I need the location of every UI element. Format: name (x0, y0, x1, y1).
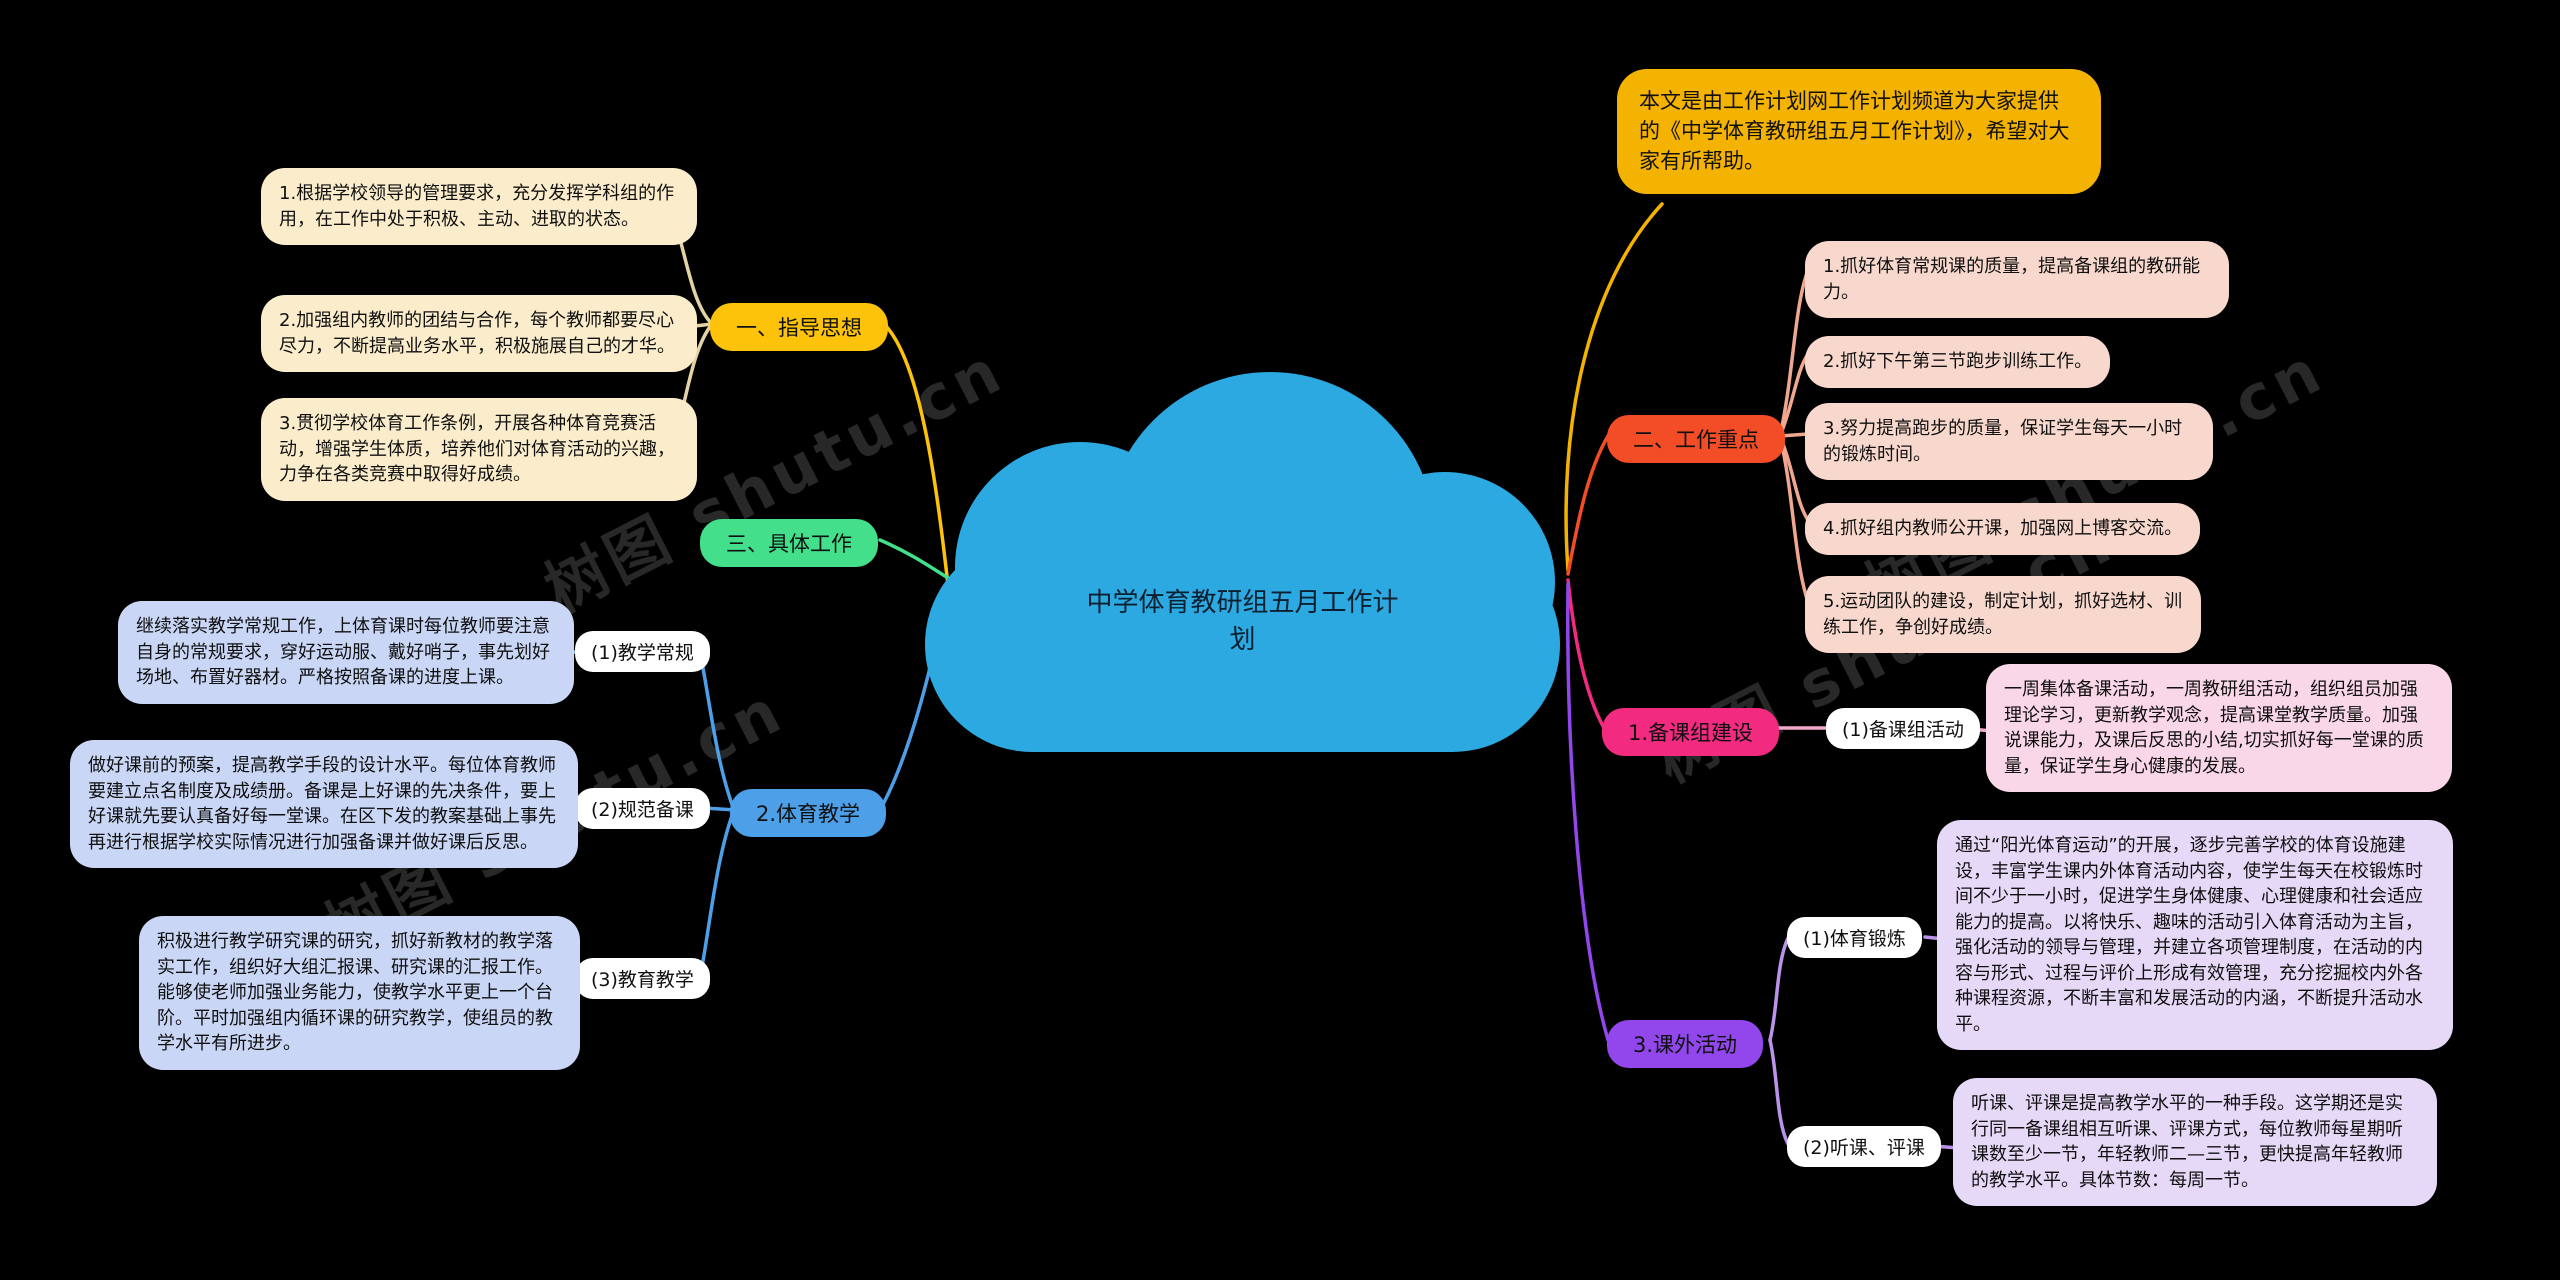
note-teaching-routine[interactable]: 继续落实教学常规工作，上体育课时每位教师要注意自身的常规要求，穿好运动服、戴好哨… (118, 601, 574, 704)
node-education-teaching[interactable]: (3)教育教学 (575, 958, 710, 999)
note-prep-group-activity[interactable]: 一周集体备课活动，一周教研组活动，组织组员加强理论学习，更新教学观念，提高课堂教… (1986, 664, 2452, 793)
node-prep-group-activity[interactable]: (1)备课组活动 (1826, 708, 1980, 749)
note-focus-5[interactable]: 5.运动团队的建设，制定计划，抓好选材、训练工作，争创好成绩。 (1805, 576, 2201, 654)
node-prep-group[interactable]: 1.备课组建设 (1602, 708, 1780, 756)
note-lesson-observation[interactable]: 听课、评课是提高教学水平的一种手段。这学期还是实行同一备课组相互听课、评课方式，… (1953, 1078, 2437, 1207)
central-topic-cloud[interactable]: 中学体育教研组五月工作计划 (915, 372, 1570, 757)
note-intro[interactable]: 本文是由工作计划网工作计划频道为大家提供的《中学体育教研组五月工作计划》，希望对… (1617, 69, 2101, 195)
note-focus-3[interactable]: 3.努力提高跑步的质量，保证学生每天一小时的锻炼时间。 (1805, 403, 2213, 481)
note-guiding-2[interactable]: 2.加强组内教师的团结与合作，每个教师都要尽心尽力，不断提高业务水平，积极施展自… (261, 295, 697, 373)
note-guiding-1[interactable]: 1.根据学校领导的管理要求，充分发挥学科组的作用，在工作中处于积极、主动、进取的… (261, 168, 697, 246)
note-focus-4[interactable]: 4.抓好组内教师公开课，加强网上博客交流。 (1805, 503, 2201, 555)
note-education-teaching[interactable]: 积极进行教学研究课的研究，抓好新教材的教学落实工作，组织好大组汇报课、研究课的汇… (139, 916, 580, 1070)
note-focus-1[interactable]: 1.抓好体育常规课的质量，提高备课组的教研能力。 (1805, 241, 2229, 319)
node-work-focus[interactable]: 二、工作重点 (1607, 415, 1785, 463)
node-lesson-prep[interactable]: (2)规范备课 (575, 788, 710, 829)
central-topic-title: 中学体育教研组五月工作计划 (1086, 588, 1399, 655)
note-focus-2[interactable]: 2.抓好下午第三节跑步训练工作。 (1805, 336, 2111, 388)
node-guiding-thought[interactable]: 一、指导思想 (710, 303, 888, 351)
node-physical-exercise[interactable]: (1)体育锻炼 (1787, 917, 1922, 958)
node-concrete-work[interactable]: 三、具体工作 (700, 519, 878, 567)
note-guiding-3[interactable]: 3.贯彻学校体育工作条例，开展各种体育竞赛活动，增强学生体质，培养他们对体育活动… (261, 398, 697, 501)
note-physical-exercise[interactable]: 通过“阳光体育运动”的开展，逐步完善学校的体育设施建设，丰富学生课内外体育活动内… (1937, 820, 2453, 1051)
node-pe-teaching[interactable]: 2.体育教学 (730, 789, 887, 837)
node-teaching-routine[interactable]: (1)教学常规 (575, 631, 710, 672)
cloud-base (925, 537, 1560, 752)
note-lesson-prep[interactable]: 做好课前的预案，提高教学手段的设计水平。每位体育教师要建立点名制度及成绩册。备课… (70, 740, 578, 869)
node-extracurricular[interactable]: 3.课外活动 (1607, 1020, 1764, 1068)
node-lesson-observation[interactable]: (2)听课、评课 (1787, 1126, 1941, 1167)
